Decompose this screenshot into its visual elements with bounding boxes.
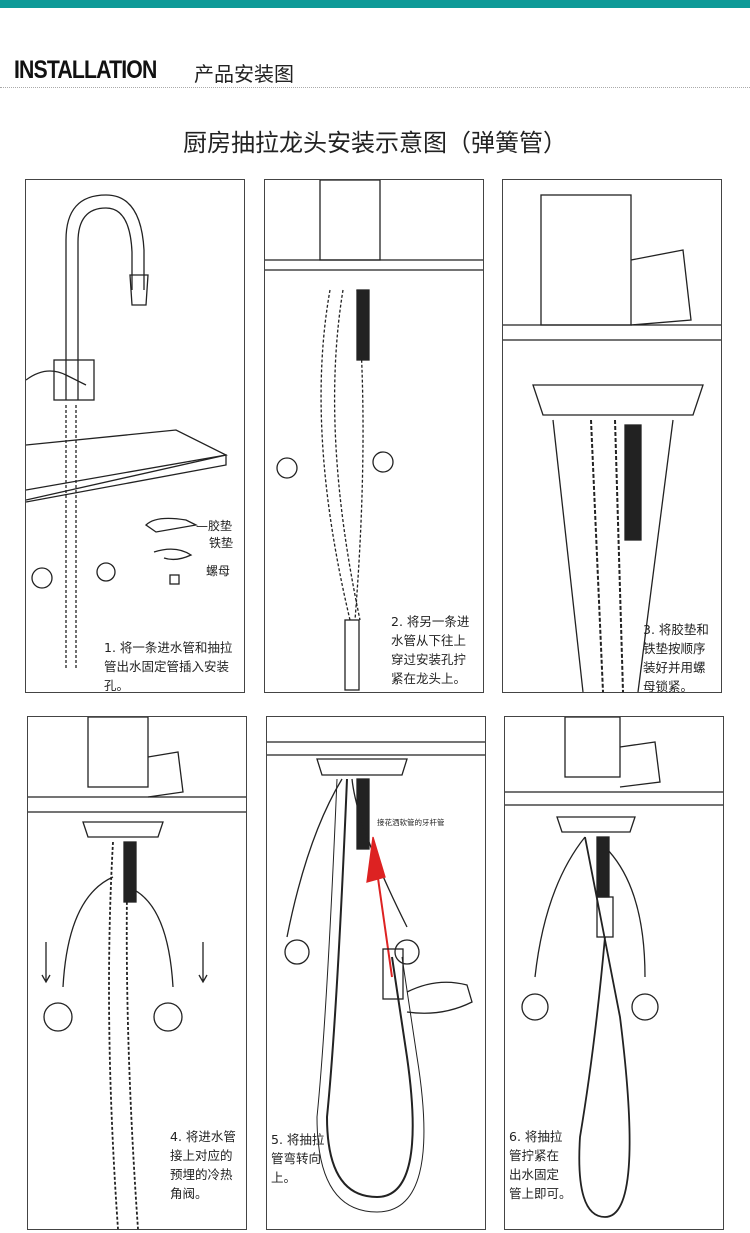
step-line: 出水固定 (509, 1167, 560, 1182)
step-line: 接上对应的 (170, 1148, 233, 1163)
faucet-insertion-illustration (26, 194, 228, 670)
part-label-iron-washer: 铁垫 (209, 536, 234, 550)
second-hose-illustration (265, 180, 483, 691)
step-line: 3. 将胶垫和 (643, 622, 709, 637)
step-line: 紧在龙头上。 (391, 671, 467, 686)
step-line: 装好并用螺 (643, 660, 706, 675)
divider (0, 87, 750, 88)
step-text-3: 3. 将胶垫和 铁垫按顺序 装好并用螺 母锁紧。 (643, 620, 709, 693)
step-text-1: 1. 将一条进水管和抽拉 管出水固定管插入安装 孔。 (104, 638, 233, 693)
step-line: 预埋的冷热 (170, 1167, 233, 1182)
step-line: 2. 将另一条进 (391, 614, 470, 629)
step-line: 管上即可。 (509, 1186, 572, 1201)
step-text-4: 4. 将进水管 接上对应的 预埋的冷热 角阀。 (170, 1127, 236, 1203)
hose-fastening-illustration (505, 717, 723, 1218)
step-line: 6. 将抽拉 (509, 1129, 563, 1144)
header-title-en: INSTALLATION (14, 56, 157, 84)
header-title-cn: 产品安装图 (194, 62, 294, 86)
step-panel-5: 接花洒软管的牙杆管 5. 将抽拉 管弯转向 上。 (266, 716, 486, 1230)
step-panel-2: 2. 将另一条进 水管从下往上 穿过安装孔拧 紧在龙头上。 (264, 179, 484, 693)
step-text-5: 5. 将抽拉 管弯转向 上。 (271, 1130, 324, 1187)
diagram-title: 厨房抽拉龙头安装示意图（弹簧管） (183, 129, 567, 157)
annotation-hose-thread-pipe: 接花洒软管的牙杆管 (377, 818, 445, 827)
step-line: 4. 将进水管 (170, 1129, 236, 1144)
step-panel-4: 4. 将进水管 接上对应的 预埋的冷热 角阀。 (27, 716, 247, 1230)
gasket-nut-illustration (503, 194, 721, 692)
step-text-2: 2. 将另一条进 水管从下往上 穿过安装孔拧 紧在龙头上。 (391, 612, 469, 688)
step-line: 母锁紧。 (643, 679, 694, 693)
step-line: 水管从下往上 (391, 633, 467, 648)
step-line: 穿过安装孔拧 (391, 652, 467, 667)
step-line: 角阀。 (170, 1186, 208, 1201)
part-label-nut: 螺母 (206, 564, 231, 578)
step-line: 上。 (271, 1170, 297, 1185)
step-panel-6: 6. 将抽拉 管拧紧在 出水固定 管上即可。 (504, 716, 724, 1230)
top-accent-bar (0, 0, 750, 8)
step-panel-1: —胶垫 铁垫 螺母 1. 将一条进水管和抽拉 管出水固定管插入安装 孔。 (25, 179, 245, 693)
step-line: 管弯转向 (271, 1151, 322, 1166)
step-line: 孔。 (104, 678, 130, 693)
step-line: 5. 将抽拉 (271, 1132, 325, 1147)
step-panel-3: 3. 将胶垫和 铁垫按顺序 装好并用螺 母锁紧。 (502, 179, 722, 693)
angle-valve-connection-illustration (28, 717, 246, 1229)
step-line: 管出水固定管插入安装 (104, 659, 230, 674)
step-text-6: 6. 将抽拉 管拧紧在 出水固定 管上即可。 (509, 1127, 572, 1203)
part-label-rubber-gasket: —胶垫 (196, 519, 233, 533)
step-line: 1. 将一条进水管和抽拉 (104, 640, 233, 655)
pull-hose-bend-illustration (267, 741, 485, 1213)
step-line: 管拧紧在 (509, 1148, 560, 1163)
step-line: 铁垫按顺序 (643, 641, 706, 656)
